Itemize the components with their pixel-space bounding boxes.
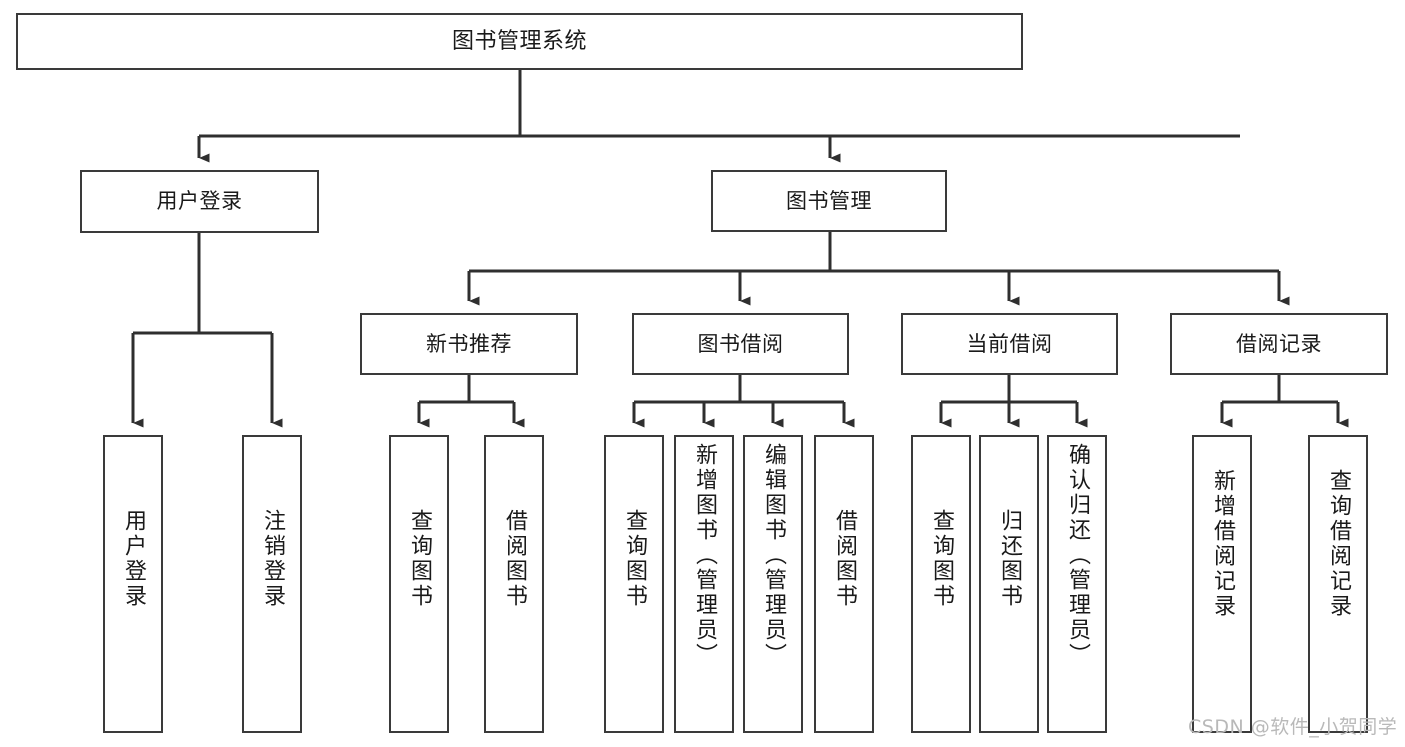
leaf-edit-book-admin[interactable]: 编辑图书（管理员）	[743, 435, 803, 733]
node-label: 借阅记录	[1236, 331, 1322, 356]
node-root-book-management-system[interactable]: 图书管理系统	[16, 13, 1023, 70]
leaf-label: 归还图书	[997, 509, 1022, 609]
leaf-label: 查询借阅记录	[1326, 469, 1351, 619]
leaf-borrow-book-recommend[interactable]: 借阅图书	[484, 435, 544, 733]
node-user-login[interactable]: 用户登录	[80, 170, 319, 233]
leaf-query-book-recommend[interactable]: 查询图书	[389, 435, 449, 733]
leaf-label: 查询图书	[407, 509, 432, 609]
leaf-query-borrow-record[interactable]: 查询借阅记录	[1308, 435, 1368, 733]
csdn-watermark: CSDN @软件_小贺同学	[1188, 716, 1398, 738]
leaf-label: 编辑图书（管理员）	[761, 443, 786, 668]
node-label: 当前借阅	[966, 331, 1053, 356]
node-borrow-record[interactable]: 借阅记录	[1170, 313, 1388, 375]
leaf-label: 查询图书	[622, 509, 647, 609]
leaf-label: 借阅图书	[832, 509, 857, 609]
leaf-query-book-current[interactable]: 查询图书	[911, 435, 971, 733]
leaf-logout-login[interactable]: 注销登录	[242, 435, 302, 733]
node-label: 图书管理系统	[451, 28, 587, 54]
leaf-borrow-book-borrow[interactable]: 借阅图书	[814, 435, 874, 733]
leaf-confirm-return-admin[interactable]: 确认归还（管理员）	[1047, 435, 1107, 733]
leaf-label: 新增借阅记录	[1210, 469, 1235, 619]
leaf-label: 借阅图书	[502, 509, 527, 609]
leaf-add-borrow-record[interactable]: 新增借阅记录	[1192, 435, 1252, 733]
node-label: 图书管理	[786, 188, 872, 213]
leaf-return-book[interactable]: 归还图书	[979, 435, 1039, 733]
node-label: 图书借阅	[697, 331, 784, 356]
leaf-user-login[interactable]: 用户登录	[103, 435, 163, 733]
leaf-add-book-admin[interactable]: 新增图书（管理员）	[674, 435, 734, 733]
node-label: 用户登录	[156, 189, 243, 214]
node-book-management[interactable]: 图书管理	[711, 170, 947, 232]
leaf-label: 新增图书（管理员）	[692, 443, 717, 668]
node-book-borrow[interactable]: 图书借阅	[632, 313, 849, 375]
leaf-label: 用户登录	[121, 509, 146, 609]
node-current-borrow[interactable]: 当前借阅	[901, 313, 1118, 375]
leaf-label: 注销登录	[260, 509, 285, 609]
node-label: 新书推荐	[426, 331, 512, 356]
node-new-book-recommend[interactable]: 新书推荐	[360, 313, 578, 375]
leaf-query-book-borrow[interactable]: 查询图书	[604, 435, 664, 733]
leaf-label: 查询图书	[929, 509, 954, 609]
leaf-label: 确认归还（管理员）	[1065, 443, 1090, 668]
